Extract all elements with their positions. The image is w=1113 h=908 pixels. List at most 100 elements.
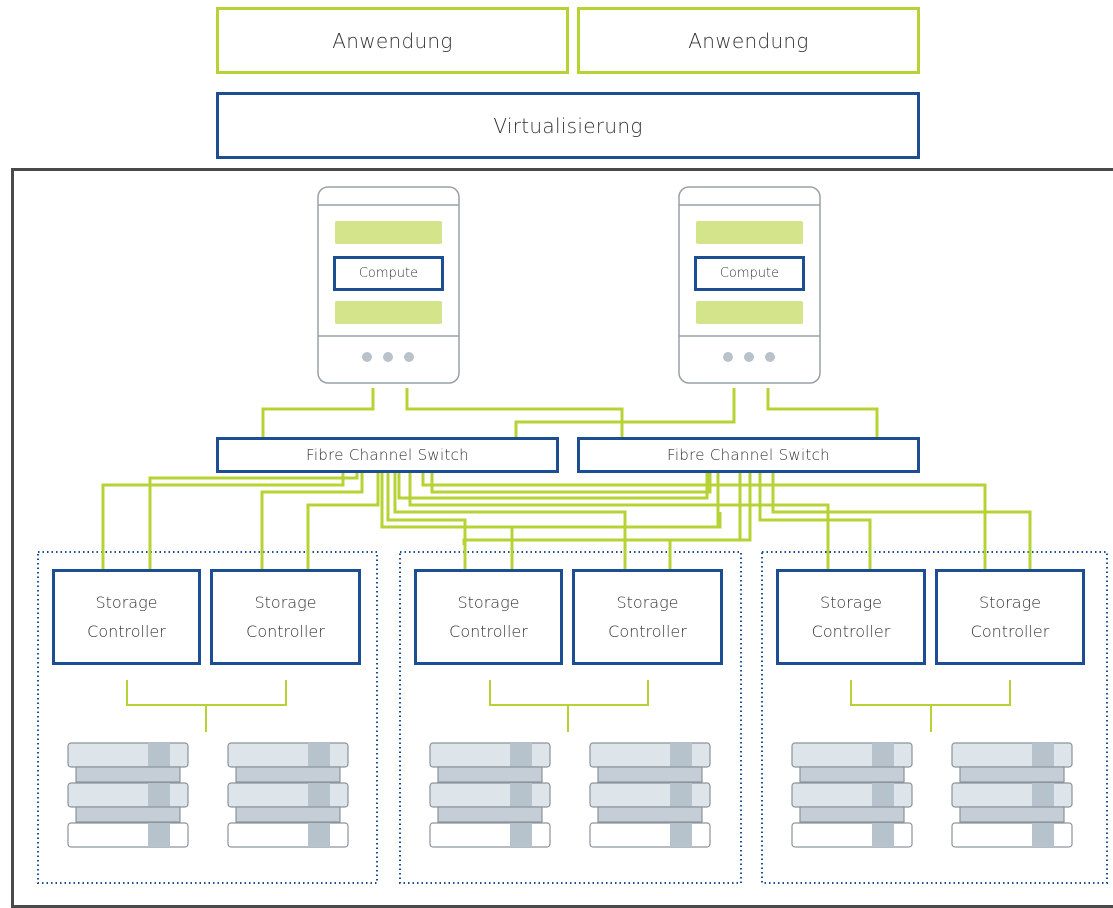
disk-plate-accent	[148, 823, 170, 847]
server-slot	[335, 301, 442, 324]
disk-plate-accent	[308, 743, 330, 767]
controller-line2: Controller	[970, 622, 1050, 641]
disk-plate-accent	[670, 823, 692, 847]
disk-spacer	[235, 806, 341, 823]
disk-plate-accent	[670, 783, 692, 807]
disk-spacer	[437, 806, 543, 823]
fibre-channel-switch-2: Fibre Channel Switch	[577, 437, 920, 473]
fibre-link	[430, 473, 712, 494]
disk-stack-icon	[429, 742, 551, 848]
disk-spacer	[799, 766, 905, 783]
bracket-line	[489, 680, 649, 732]
controller-line1: Storage	[457, 593, 520, 612]
disk-stack-icon	[227, 742, 349, 848]
fibre-link	[758, 473, 872, 569]
disk-spacer	[597, 806, 703, 823]
controller-line2: Controller	[87, 622, 166, 641]
compute-box-1: Compute	[333, 256, 444, 291]
disk-plate-accent	[872, 743, 894, 767]
disk-plate-accent	[670, 743, 692, 767]
disk-plate-accent	[510, 823, 532, 847]
disk-spacer	[959, 806, 1065, 823]
status-led	[765, 352, 775, 362]
status-led	[383, 352, 393, 362]
controller-line1: Storage	[254, 593, 317, 612]
fibre-link	[462, 473, 752, 545]
fibre-link	[261, 388, 375, 437]
storage-controller-2: Storage Controller	[210, 569, 361, 665]
application-box-1: Anwendung	[216, 7, 569, 74]
disk-plate-accent	[872, 783, 894, 807]
disk-plate-accent	[308, 783, 330, 807]
fibre-link	[421, 473, 987, 569]
fibre-link	[510, 473, 720, 569]
fibre-channel-switch-1: Fibre Channel Switch	[216, 437, 559, 473]
disk-stack-icon	[589, 742, 711, 848]
storage-controller-4: Storage Controller	[572, 569, 723, 665]
controller-disk-brackets	[126, 680, 1011, 732]
controller-line2: Controller	[608, 622, 687, 641]
disk-plate-accent	[1032, 743, 1054, 767]
fibre-link	[148, 473, 359, 569]
disk-plate-accent	[308, 823, 330, 847]
server-slot	[696, 221, 803, 244]
switch-label: Fibre Channel Switch	[305, 446, 469, 464]
bracket-line	[850, 680, 1011, 732]
application-label: Anwendung	[332, 28, 453, 53]
storage-controller-1: Storage Controller	[52, 569, 201, 665]
switch-label: Fibre Channel Switch	[666, 446, 830, 464]
storage-controller-6: Storage Controller	[935, 569, 1085, 665]
disk-plate-accent	[148, 743, 170, 767]
disk-spacer	[75, 806, 181, 823]
disk-stack-icon	[951, 742, 1073, 848]
status-led	[723, 352, 733, 362]
disk-plate-accent	[510, 743, 532, 767]
disk-spacer	[597, 766, 703, 783]
compute-label: Compute	[719, 266, 780, 281]
controller-line1: Storage	[95, 593, 158, 612]
disk-stack-icon	[67, 742, 189, 848]
disk-plate-accent	[872, 823, 894, 847]
disk-spacer	[799, 806, 905, 823]
fibre-link	[766, 388, 879, 437]
fibre-link	[668, 473, 742, 569]
server-slot	[335, 221, 442, 244]
storage-group-borders	[37, 551, 1108, 884]
storage-group-border	[761, 551, 1108, 884]
disk-stack-icon	[791, 742, 913, 848]
fibre-link	[514, 388, 736, 437]
storage-group-border	[37, 551, 378, 884]
storage-controller-5: Storage Controller	[776, 569, 926, 665]
fibre-link	[408, 473, 830, 569]
disk-plate-accent	[510, 783, 532, 807]
fibre-link	[397, 473, 709, 500]
disk-spacer	[437, 766, 543, 783]
controller-line2: Controller	[811, 622, 891, 641]
application-box-2: Anwendung	[577, 7, 920, 74]
disk-spacer	[75, 766, 181, 783]
disk-stack-group	[67, 742, 1073, 848]
storage-controller-3: Storage Controller	[414, 569, 563, 665]
disk-spacer	[235, 766, 341, 783]
compute-box-2: Compute	[694, 256, 805, 291]
status-led	[362, 352, 372, 362]
status-led	[744, 352, 754, 362]
disk-plate-accent	[148, 783, 170, 807]
virtualization-label: Virtualisierung	[493, 113, 643, 138]
controller-line1: Storage	[616, 593, 679, 612]
fibre-link	[771, 473, 1032, 569]
fibre-link	[260, 473, 364, 569]
controller-line1: Storage	[819, 593, 883, 612]
compute-label: Compute	[358, 266, 419, 281]
fibre-channel-links	[101, 388, 1032, 569]
status-led	[404, 352, 414, 362]
controller-line2: Controller	[246, 622, 325, 641]
disk-spacer	[959, 766, 1065, 783]
controller-line1: Storage	[978, 593, 1042, 612]
disk-plate-accent	[1032, 783, 1054, 807]
disk-plate-accent	[1032, 823, 1054, 847]
application-label: Anwendung	[688, 28, 809, 53]
virtualization-box: Virtualisierung	[216, 92, 920, 159]
bracket-line	[126, 680, 287, 732]
server-slot	[696, 301, 803, 324]
